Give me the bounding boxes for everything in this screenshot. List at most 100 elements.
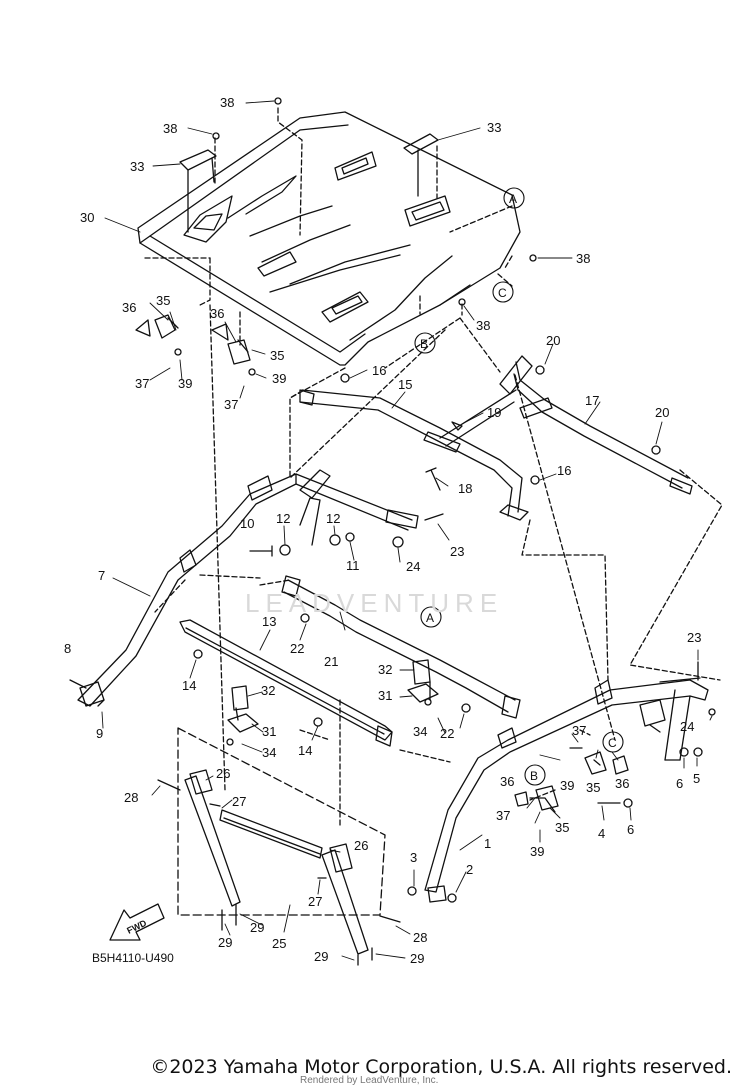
bar-21: [281, 575, 521, 719]
part-label: 39: [272, 371, 286, 386]
callout-letter-c: C: [498, 286, 507, 300]
part-label: 35: [156, 293, 170, 308]
part-label: 39: [178, 376, 192, 391]
part-label: 37: [135, 376, 149, 391]
guide-lines: [144, 107, 723, 826]
part-label: 4: [598, 826, 605, 841]
part-label: 22: [440, 726, 454, 741]
part-label: 26: [354, 838, 368, 853]
part-label: 31: [378, 688, 392, 703]
part-label: 22: [290, 641, 304, 656]
part-label: 11: [346, 558, 360, 573]
part-label: 38: [163, 121, 177, 136]
part-label: 28: [124, 790, 138, 805]
part-label: 14: [298, 743, 312, 758]
part-label: 26: [216, 766, 230, 781]
rear-brace-right: [321, 843, 369, 955]
callout-circle-c: [492, 281, 514, 303]
watermark: LEADVENTURE: [245, 588, 503, 618]
callout-circle-a: [420, 606, 442, 628]
part-label: 18: [458, 481, 472, 496]
part-label: 12: [326, 511, 340, 526]
rendered-by-notice: Rendered by LeadVenture, Inc.: [300, 1075, 439, 1086]
part-label: 2: [466, 862, 473, 877]
part-label: 37: [572, 723, 586, 738]
part-label: 34: [262, 745, 276, 760]
part-label: 33: [130, 159, 144, 174]
part-label: 36: [122, 300, 136, 315]
part-label: 15: [398, 377, 412, 392]
part-label: 30: [80, 210, 94, 225]
part-label: 25: [272, 936, 286, 951]
fwd-arrow-icon: [109, 903, 165, 941]
part-label: 29: [410, 951, 424, 966]
bar-13: [179, 619, 393, 747]
callout-letter-c: C: [608, 736, 617, 750]
part-label: 1: [484, 836, 491, 851]
part-label: 6: [627, 822, 634, 837]
part-label: 21: [324, 654, 338, 669]
frame-bar-upper: [295, 469, 419, 546]
brace-group-box: [177, 727, 386, 916]
part-label: 20: [655, 405, 669, 420]
part-label: 38: [576, 251, 590, 266]
bracket-32-left: [227, 685, 259, 733]
roof-recess: [183, 195, 233, 243]
part-label: 36: [615, 776, 629, 791]
part-label: 10: [240, 516, 254, 531]
clips: [135, 314, 629, 811]
part-label: 36: [210, 306, 224, 321]
part-label: 7: [98, 568, 105, 583]
part-label: 6: [676, 776, 683, 791]
part-label: 29: [218, 935, 232, 950]
part-label: 27: [308, 894, 322, 909]
part-label: 33: [487, 120, 501, 135]
part-label: 3: [410, 850, 417, 865]
part-label: 19: [487, 405, 501, 420]
rear-brace-left: [184, 769, 241, 907]
rear-bar-15: [299, 389, 529, 521]
part-label: 32: [378, 662, 392, 677]
callout-letter-b: B: [420, 337, 428, 351]
callout-letter-b: B: [530, 769, 538, 783]
rear-brace-17: [439, 355, 693, 495]
part-label: 13: [262, 614, 276, 629]
part-label: 8: [64, 641, 71, 656]
part-label: 29: [314, 949, 328, 964]
part-label: 29: [250, 920, 264, 935]
part-label: 32: [261, 683, 275, 698]
part-label: 12: [276, 511, 290, 526]
part-label: 24: [406, 559, 420, 574]
part-label: 16: [557, 463, 571, 478]
part-labels: 38 38 33 33 30 38 38 36 35 37 39 36 35 3…: [64, 95, 701, 966]
diagram-code: B5H4110-U490: [92, 951, 174, 965]
callout-circle-b: [414, 332, 436, 354]
part-label: 31: [262, 724, 276, 739]
cross-bar-27: [219, 809, 323, 859]
callout-circle-b: [524, 764, 546, 786]
callout-letter-a: A: [509, 192, 517, 206]
callout-letter-a: A: [426, 611, 434, 625]
part-label: 14: [182, 678, 196, 693]
roof-panel: [137, 111, 521, 366]
part-label: 23: [687, 630, 701, 645]
part-label: 38: [476, 318, 490, 333]
part-label: 24: [680, 719, 694, 734]
part-label: 35: [555, 820, 569, 835]
part-label: 37: [224, 397, 238, 412]
bracket-32-right: [407, 659, 439, 703]
part-label: 17: [585, 393, 599, 408]
fasteners: [69, 97, 716, 966]
copyright-notice: ©2023 Yamaha Motor Corporation, U.S.A. A…: [150, 1056, 732, 1078]
part-label: 38: [220, 95, 234, 110]
frame-1: [424, 677, 709, 903]
part-label: 27: [232, 794, 246, 809]
part-label: 16: [372, 363, 386, 378]
pad-33: [179, 149, 217, 171]
parts-diagram: LEADVENTURE A C B A B C 38 38 33 33 30 3…: [64, 95, 723, 966]
part-label: 39: [560, 778, 574, 793]
part-label: 37: [496, 808, 510, 823]
part-label: 34: [413, 724, 427, 739]
part-label: 28: [413, 930, 427, 945]
part-label: 5: [693, 771, 700, 786]
